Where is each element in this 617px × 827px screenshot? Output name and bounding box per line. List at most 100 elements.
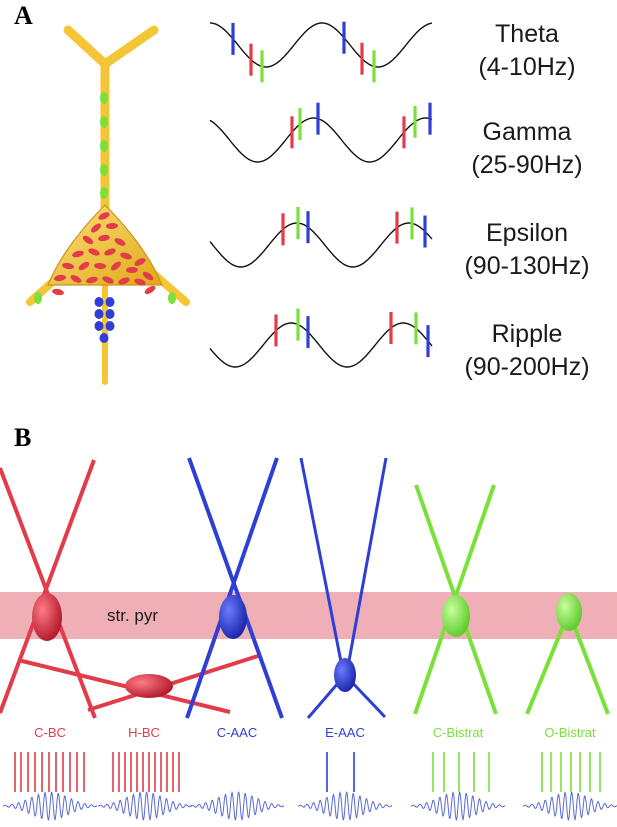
synapse-red	[54, 274, 66, 282]
osc-label-gamma: Gamma	[483, 118, 572, 146]
synapse-red	[118, 277, 130, 285]
synapse-red	[144, 285, 156, 295]
synapse-blue	[94, 297, 104, 307]
interneurons	[0, 457, 610, 719]
h-bc-soma	[125, 674, 173, 698]
trace-gamma	[209, 102, 433, 163]
sine-wave	[209, 322, 433, 368]
synapse-blue	[105, 297, 115, 307]
label-c-bc: C-BC	[34, 725, 66, 740]
synapse-red	[88, 248, 100, 256]
c-aac-dendrite-2	[185, 457, 279, 719]
h-bc-dendrite-1	[17, 658, 231, 714]
c-bc-dendrite-2	[0, 459, 96, 714]
synapse-red	[86, 276, 98, 284]
synapse-blue	[99, 333, 109, 343]
synapse-red	[98, 212, 110, 220]
synapse-blue	[94, 309, 104, 319]
ripple-trace-2	[189, 790, 285, 822]
cell-o-bistrat	[525, 593, 610, 715]
synapse-red	[78, 261, 90, 271]
synapse-blue	[105, 321, 115, 331]
ripple-traces	[2, 790, 617, 822]
synapse-red	[134, 258, 146, 266]
cell-e-aac	[299, 457, 388, 719]
c-bistrat-soma	[442, 595, 470, 637]
spike-train-3	[326, 752, 355, 792]
osc-range-gamma: (25-90Hz)	[471, 151, 582, 179]
trace-theta	[209, 21, 433, 83]
soma	[47, 204, 163, 286]
osc-label-ripple: Ripple	[492, 320, 563, 348]
synapse-blue	[94, 321, 104, 331]
synapse-green	[100, 187, 108, 199]
panel-b-label: B	[14, 423, 31, 452]
synapse-red	[120, 252, 132, 260]
osc-label-theta: Theta	[495, 20, 559, 48]
cell-h-bc	[17, 654, 259, 714]
synapse-green	[100, 164, 108, 176]
cell-c-aac	[185, 457, 284, 719]
ripple-trace-1	[97, 790, 193, 822]
c-bc-soma	[32, 593, 62, 641]
spike-train-5	[541, 752, 601, 792]
c-aac-dendrite-1	[187, 457, 284, 719]
e-aac-soma	[334, 658, 356, 692]
spike-train-4	[432, 752, 490, 792]
str-pyr-label: str. pyr	[107, 606, 158, 625]
h-bc-dendrite-2	[87, 654, 259, 712]
synapse-red	[94, 262, 106, 270]
dendrite-branch-left	[63, 25, 110, 69]
cell-c-bc	[0, 459, 97, 719]
label-c-aac: C-AAC	[217, 725, 257, 740]
osc-label-epsilon: Epsilon	[486, 219, 568, 247]
osc-range-ripple: (90-200Hz)	[464, 353, 589, 381]
synapse-red	[104, 248, 116, 256]
synapse-red	[72, 250, 84, 258]
synapse-green	[100, 140, 108, 152]
o-bistrat-dendrite-1	[525, 611, 571, 715]
label-c-bistrat: C-Bistrat	[433, 725, 484, 740]
c-aac-soma	[219, 595, 247, 639]
synapse-red	[106, 222, 118, 230]
synapse-red	[91, 223, 101, 233]
synapse-red	[70, 275, 82, 283]
oscillation-labels: Theta (4-10Hz) Gamma (25-90Hz) Epsilon (…	[464, 20, 589, 381]
synapse-green	[168, 292, 176, 304]
synapse-red	[114, 238, 126, 246]
cell-c-bistrat	[413, 484, 498, 715]
label-o-bistrat: O-Bistrat	[544, 725, 596, 740]
synapse-red	[82, 235, 94, 245]
ripple-trace-0	[2, 790, 98, 822]
e-aac-dendrite-1	[299, 457, 345, 673]
o-bistrat-soma	[556, 593, 582, 631]
pyramidal-cell	[26, 25, 190, 385]
synapse-blue	[105, 309, 115, 319]
trace-epsilon	[209, 207, 433, 268]
str-pyr-band	[0, 592, 617, 639]
trace-ripple	[209, 308, 433, 368]
synapse-red	[134, 278, 146, 286]
sine-wave	[209, 22, 433, 68]
ripple-trace-4	[410, 790, 506, 822]
osc-range-epsilon: (90-130Hz)	[464, 252, 589, 280]
spike-train-1	[112, 752, 180, 792]
oscillation-traces	[209, 21, 433, 368]
synapse-red	[102, 276, 114, 284]
cell-labels: C-BC H-BC C-AAC E-AAC C-Bistrat O-Bistra…	[34, 725, 596, 740]
sine-wave	[209, 117, 433, 163]
ripple-trace-5	[522, 790, 617, 822]
o-bistrat-dendrite-2	[567, 611, 610, 715]
synapse-green	[100, 116, 108, 128]
synapse-red	[142, 271, 154, 281]
panel-a-label: A	[14, 1, 33, 30]
ripple-trace-3	[297, 790, 393, 822]
spike-trains	[14, 752, 601, 792]
dendrite-branch-right	[100, 25, 159, 69]
label-h-bc: H-BC	[128, 725, 160, 740]
label-e-aac: E-AAC	[325, 725, 365, 740]
synapse-green	[34, 292, 42, 304]
synapse-red	[110, 261, 122, 271]
synapse-green	[100, 92, 108, 104]
